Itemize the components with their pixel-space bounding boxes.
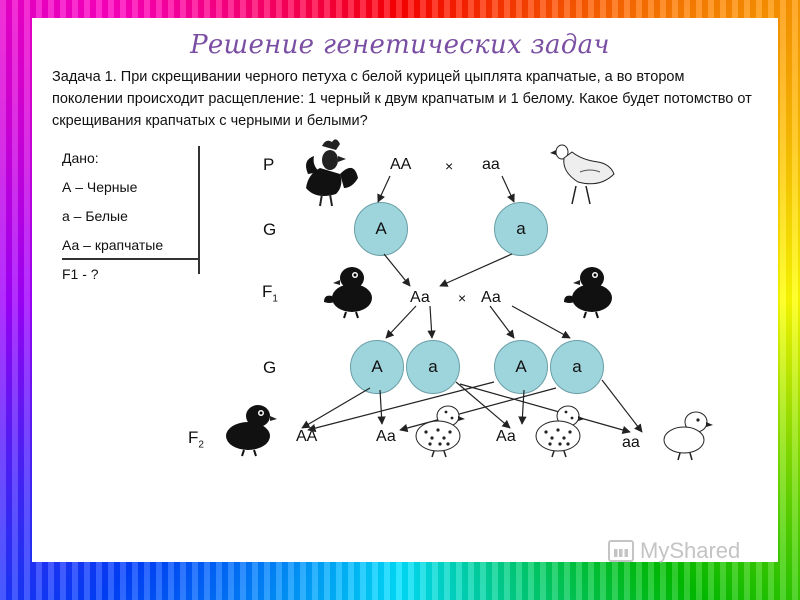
arrow <box>427 305 436 339</box>
task-text: Задача 1. При скрещивании черного петуха… <box>52 69 752 129</box>
arrow <box>601 379 643 433</box>
slide-title: Решение генетических задач <box>190 30 610 60</box>
black-chick-icon <box>564 267 612 319</box>
black-chick-icon <box>324 267 372 319</box>
watermark-text: MyShared <box>640 538 741 563</box>
given-line-1: А – Черные <box>62 179 138 195</box>
f2-genotype-2: Аа <box>376 428 396 445</box>
label-g1: G <box>263 220 277 239</box>
gamete2-1: А <box>350 340 404 394</box>
given-line-2: а – Белые <box>62 208 128 224</box>
parent-genotype-right: аа <box>482 156 500 173</box>
arrow <box>301 387 371 429</box>
given-block: Дано: А – Черные а – Белые Аа – крапчаты… <box>62 150 163 295</box>
f2-genotype-1: АА <box>296 428 318 445</box>
given-header: Дано: <box>62 150 99 166</box>
label-f2: F2 <box>188 428 204 451</box>
given-divider-vertical <box>198 146 200 274</box>
watermark: MyShared <box>608 538 740 564</box>
rooster-icon <box>306 139 358 207</box>
f1-cross-sign: × <box>458 290 467 306</box>
arrow <box>385 305 417 339</box>
given-divider-horizontal <box>62 258 200 260</box>
arrow <box>511 305 571 339</box>
speckled-chick-icon <box>535 405 585 458</box>
f1-genotype-right: Аа <box>481 289 501 306</box>
arrow <box>501 175 515 203</box>
arrow <box>399 387 557 433</box>
label-g2: G <box>263 358 277 377</box>
arrow <box>377 175 391 203</box>
hen-icon <box>550 144 615 205</box>
slide-page <box>32 18 778 562</box>
arrow <box>459 383 631 434</box>
gamete-2: а <box>494 202 548 256</box>
arrow <box>383 253 411 287</box>
arrow <box>455 381 511 429</box>
f2-genotype-3: Аа <box>496 428 516 445</box>
arrow <box>377 389 386 425</box>
gamete2-3: А <box>494 340 548 394</box>
parent-cross-sign: × <box>445 158 454 174</box>
arrow <box>307 381 495 433</box>
arrow <box>518 389 527 425</box>
speckled-chick-icon <box>415 405 465 458</box>
gamete2-4: а <box>550 340 604 394</box>
label-f1: F1 <box>262 282 278 305</box>
f2-genotype-4: аа <box>622 434 640 451</box>
presentation-icon <box>608 540 634 562</box>
label-p: P <box>263 155 275 174</box>
arrow <box>439 253 513 287</box>
black-chick-icon <box>226 405 277 457</box>
given-line-4: F1 - ? <box>62 266 99 282</box>
given-line-3: Аа – крапчатые <box>62 237 164 253</box>
arrow <box>489 305 515 339</box>
parent-genotype-left: АА <box>390 156 412 173</box>
f1-genotype-left: Аа <box>410 289 430 306</box>
gamete2-2: а <box>406 340 460 394</box>
white-chick-icon <box>663 411 713 461</box>
